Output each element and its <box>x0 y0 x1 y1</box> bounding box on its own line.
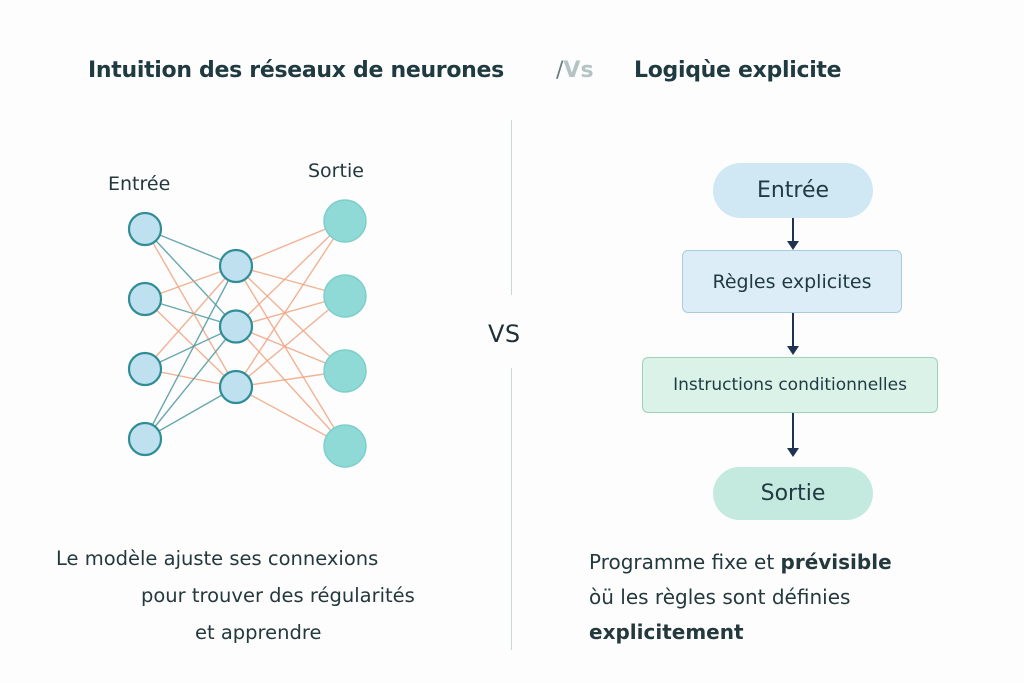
caption-line: Programme fixe et prévisible <box>589 545 892 580</box>
caption-emphasis: prévisible <box>780 550 892 574</box>
flow-step-conditionals: Instructions conditionnelles <box>642 357 938 413</box>
hidden-output-edge <box>235 220 346 328</box>
output-node <box>323 274 367 318</box>
flow-step-rules: Règles explicites <box>682 250 902 313</box>
title-separator: /Vs <box>556 58 594 83</box>
input-hidden-edge <box>144 265 237 370</box>
hidden-node <box>218 309 254 344</box>
arrow-down-icon <box>787 313 799 355</box>
divider-top <box>511 120 512 295</box>
hidden-output-edge <box>235 265 346 447</box>
input-hidden-edge <box>144 228 237 388</box>
hidden-output-edge <box>235 295 346 388</box>
output-node <box>323 424 367 468</box>
title-vs: Vs <box>563 58 594 83</box>
arrow-down-icon <box>787 413 799 457</box>
divider-bottom <box>511 368 512 650</box>
input-hidden-edge <box>144 386 237 440</box>
neural-network-diagram <box>127 199 367 468</box>
vs-label: VS <box>488 320 521 348</box>
arrow-down-icon <box>787 218 799 250</box>
input-hidden-edge <box>144 265 237 440</box>
output-node <box>323 199 367 243</box>
caption-line: et apprendre <box>195 621 322 644</box>
caption-line: pour trouver des régularités <box>141 584 415 607</box>
output-layer-label: Sortie <box>308 160 364 182</box>
output-node <box>323 349 367 393</box>
input-node <box>127 281 163 317</box>
flow-step-input: Entrée <box>713 163 873 218</box>
input-hidden-edge <box>144 228 237 327</box>
input-node <box>127 421 163 457</box>
hidden-node <box>218 248 254 284</box>
caption-text: Programme fixe et <box>589 550 781 574</box>
caption-line: Le modèle ajuste ses connexions <box>56 547 379 570</box>
input-node <box>127 211 163 247</box>
network-nodes <box>127 199 367 468</box>
hidden-output-edge <box>235 265 346 372</box>
caption-line: òü les règles sont définies <box>589 585 851 609</box>
flow-step-output: Sortie <box>713 467 873 520</box>
hidden-output-edge <box>235 326 346 447</box>
input-hidden-edge <box>144 298 237 388</box>
left-title: Intuition des réseaux de neurones <box>88 58 504 83</box>
caption-line: explicitement <box>589 615 892 650</box>
caption-emphasis: explicitement <box>589 620 744 644</box>
hidden-output-edge <box>235 220 346 388</box>
hidden-node <box>218 369 254 405</box>
right-title: Logiqùe explicite <box>634 58 842 83</box>
input-hidden-edge <box>144 326 237 440</box>
input-layer-label: Entrée <box>108 173 171 195</box>
slash-separator: / <box>556 58 564 83</box>
neural-network-caption: Le modèle ajuste ses connexions pour tro… <box>40 540 480 651</box>
input-node <box>127 351 163 387</box>
explicit-logic-caption: Programme fixe et prévisible òü les règl… <box>589 545 892 650</box>
